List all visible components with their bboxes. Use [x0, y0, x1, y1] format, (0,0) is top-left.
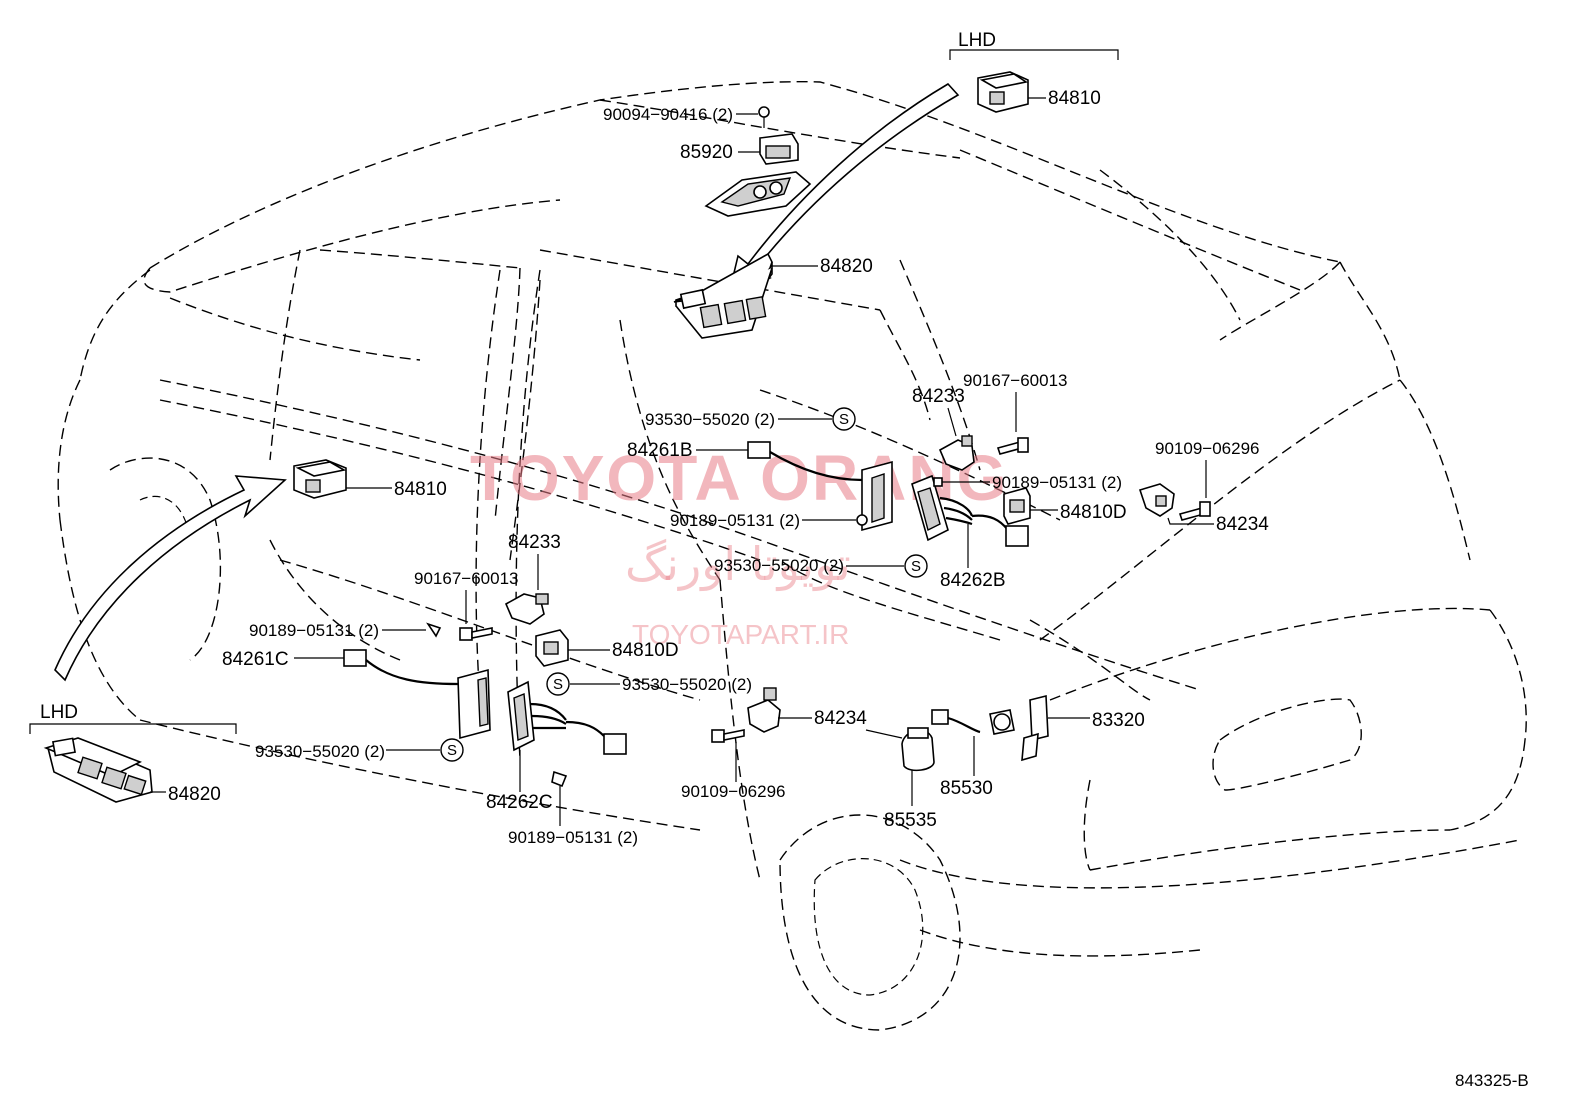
lhd-top-label: LHD	[958, 30, 996, 51]
lhd-bottom-label: LHD	[40, 702, 78, 723]
label-90189-mid: 90189−05131 (2)	[670, 511, 800, 530]
label-84261B: 84261B	[627, 440, 693, 461]
switch-84810-left-icon	[293, 459, 347, 499]
sensor-84233-left-icon	[504, 593, 549, 625]
switch-84810-top-icon	[977, 71, 1029, 113]
lamp-housing-83320-icon	[1021, 694, 1049, 762]
s-mark-4: S	[447, 742, 457, 759]
slide-door-left-group: 84233 90167−60013 90189−05131 (2) 84261C	[222, 532, 752, 847]
screw-icon	[758, 106, 770, 128]
switch-85920-icon	[759, 133, 799, 165]
label-84261C: 84261C	[222, 649, 289, 670]
switch-84810D-left-icon	[535, 629, 569, 667]
lhd-bottom-group: LHD 84820	[29, 702, 237, 805]
label-85530: 85530	[940, 778, 993, 799]
front-door-left-group: 84810	[293, 459, 447, 500]
clip-icon	[856, 514, 868, 526]
label-90094: 90094−90416 (2)	[603, 105, 733, 124]
s-mark-3: S	[553, 676, 563, 693]
sensor-84234-mid-icon	[747, 687, 781, 733]
bolt-icon	[459, 627, 493, 641]
lhd-top-group: LHD 84810	[949, 30, 1119, 113]
console-group: 90094−90416 (2) 85920	[603, 105, 812, 217]
sensor-84233-right-icon	[938, 435, 975, 471]
label-84233-right: 84233	[912, 386, 965, 407]
label-84820-main: 84820	[820, 256, 873, 277]
rear-door-right-group: 93530−55020 (2) S 84261B 90189−05131 (2)…	[627, 371, 1269, 591]
rear-lock-group: 84234 90109−06296	[681, 687, 867, 801]
s-mark-icon	[440, 738, 464, 762]
lamp-group: 85535 85530 83320	[865, 694, 1145, 831]
bolt-icon	[996, 437, 1029, 455]
label-84810-top: 84810	[1048, 88, 1101, 109]
label-84262B: 84262B	[940, 570, 1006, 591]
label-84810D-right: 84810D	[1060, 502, 1127, 523]
figure-code: 843325-B	[1455, 1071, 1529, 1090]
label-85920: 85920	[680, 142, 733, 163]
label-90189-left: 90189−05131 (2)	[249, 621, 379, 640]
s-mark-1: S	[839, 411, 849, 428]
sensor-84234-right-icon	[1138, 483, 1175, 517]
console-panel-icon	[704, 171, 812, 217]
connector-84261C-icon	[343, 649, 459, 686]
harness-plug-84261B-icon	[861, 460, 893, 532]
bolt-icon	[711, 729, 745, 743]
switch-assembly-84262B-icon	[911, 474, 1029, 547]
label-83320: 83320	[1092, 710, 1145, 731]
master-switch-84820-icon	[673, 252, 773, 339]
clip-icon	[426, 622, 442, 638]
label-84233-left: 84233	[508, 532, 561, 553]
s-mark-2: S	[911, 558, 921, 575]
switch-assembly-84262C-icon	[507, 680, 627, 755]
watermark-site: TOYOTAPART.IR	[632, 619, 849, 650]
label-90189-bottom: 90189−05131 (2)	[508, 828, 638, 847]
arrow-left-icon	[54, 475, 287, 682]
s-mark-icon	[832, 407, 856, 431]
label-90167-left: 90167−60013	[414, 569, 518, 588]
master-switch-84820-lhd-icon	[43, 737, 153, 803]
clip-icon	[933, 477, 943, 487]
vehicle-outline	[57, 81, 1527, 1031]
master-switch-group: 84820	[673, 252, 873, 339]
bolt-icon	[1178, 501, 1211, 521]
socket-85530-icon	[931, 709, 1015, 735]
label-84262C: 84262C	[486, 792, 553, 813]
bulb-85535-icon	[901, 727, 935, 772]
s-mark-icon	[546, 672, 570, 696]
label-93530-top: 93530−55020 (2)	[645, 410, 775, 429]
label-84820-lhd: 84820	[168, 784, 221, 805]
label-84810-left: 84810	[394, 479, 447, 500]
clip-icon	[551, 770, 568, 788]
label-84234-mid: 84234	[814, 708, 867, 729]
label-85535: 85535	[884, 810, 937, 831]
watermark-farsi: تویوتا اورنگ	[625, 537, 851, 592]
label-84234-right: 84234	[1216, 514, 1269, 535]
label-90167-right: 90167−60013	[963, 371, 1067, 390]
label-84810D-left: 84810D	[612, 640, 679, 661]
label-90109-mid: 90109−06296	[681, 782, 785, 801]
label-93530-left: 93530−55020 (2)	[622, 675, 752, 694]
connector-84261B-icon	[747, 441, 863, 482]
label-90109-right: 90109−06296	[1155, 439, 1259, 458]
label-93530-mid: 93530−55020 (2)	[714, 556, 844, 575]
label-90189-right: 90189−05131 (2)	[992, 473, 1122, 492]
switch-84810D-right-icon	[1003, 487, 1031, 525]
harness-plug-84261C-icon	[457, 668, 491, 740]
s-mark-icon	[904, 554, 928, 578]
label-93530-bl: 93530−55020 (2)	[255, 742, 385, 761]
